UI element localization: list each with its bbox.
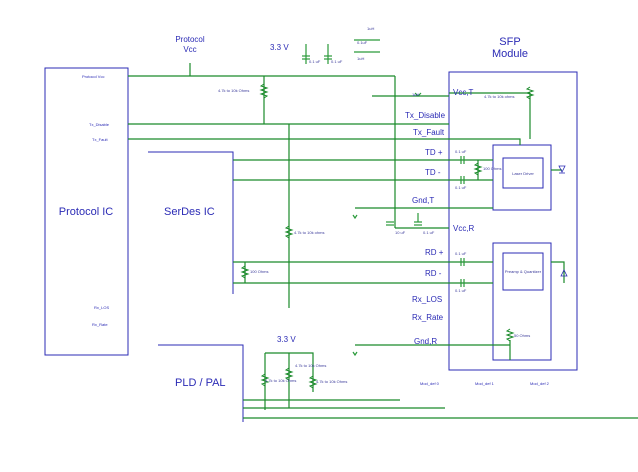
label-supply-bottom: 3.3 V [277, 335, 296, 344]
cap-supply-top [302, 39, 380, 64]
laser-driver-box [502, 157, 544, 189]
label-mod-def1: Mod_def 1 [475, 381, 495, 386]
label-mod-def0: Mod_def 0 [420, 381, 440, 386]
label-vccr: Vcc,R [453, 224, 475, 233]
label-cap-01uf-a: 0.1 uF [423, 230, 435, 235]
cap-gnd-mid [386, 213, 422, 226]
cap-td-plus [460, 156, 465, 164]
label-rd-minus: RD - [425, 269, 442, 278]
pld-pal-block [158, 344, 244, 422]
ground-marks [352, 92, 422, 357]
label-sfp-title: SFP [499, 36, 520, 48]
label-laser-driver: Laser Driver [512, 171, 534, 176]
label-res-47k-mid: 4.7k to 10k ohms [294, 230, 324, 235]
label-cap-top-1: 1uH [367, 26, 374, 31]
label-cap-td-plus: 0.1 uF [455, 149, 467, 154]
resistor-100-tx [473, 162, 483, 176]
resistor-pld-b [284, 367, 294, 381]
cap-rd-minus [460, 279, 465, 287]
pin-protocol-vcc: Protocol Vcc [82, 74, 104, 79]
resistor-4k7-mid [284, 225, 294, 239]
label-tx-disable: Tx_Disable [405, 111, 446, 120]
laser-driver-outer [492, 144, 552, 211]
resistor-pld-a [260, 373, 270, 387]
label-rx-los: Rx_LOS [412, 295, 442, 304]
sfp-module-block [448, 71, 578, 371]
resistor-50 [505, 328, 515, 342]
label-cap-mid-2: 1uH [357, 56, 364, 61]
pin-rx-rate: Rx_Rate [92, 322, 108, 327]
label-res-pld-c: 4.7k to 10k Ohms [316, 379, 347, 384]
pin-rx-los: Rx_LOS [94, 305, 109, 310]
label-1uh: 1uH [412, 92, 419, 97]
label-rate: Rx_Rate [412, 313, 444, 322]
protocol-ic-block [44, 67, 129, 356]
label-res-100-tx: 100 Ohms [483, 166, 501, 171]
label-cap-mid-1: 0.1uF [357, 40, 368, 45]
label-cap-top-3: 0.1 uF [331, 59, 343, 64]
label-tx-fault: Tx_Fault [413, 128, 445, 137]
label-cap-rd-minus: 0.1 uF [455, 288, 467, 293]
label-pld-pal: PLD / PAL [175, 377, 226, 389]
serdes-ic-block [148, 151, 234, 294]
label-res-47k-top: 4.7k to 10k Ohms [218, 88, 249, 93]
label-protocol-vcc: Protocol [175, 35, 205, 44]
label-gnd-t: Gnd,T [412, 196, 434, 205]
label-vcct: Vcc,T [453, 88, 474, 97]
label-serdes-ic: SerDes IC [164, 206, 215, 218]
laser-diode-icon [558, 165, 566, 174]
label-res-47k-sfp: 4.7k to 10k ohms [484, 94, 514, 99]
resistor-pld-c [308, 375, 318, 389]
label-res-pld-a: 4.7k to 10k Ohms [265, 378, 296, 383]
label-td-minus: TD - [425, 168, 441, 177]
label-cap-rd-plus: 0.1 uF [455, 251, 467, 256]
label-preamp: Preamp & Quantizer [505, 269, 542, 274]
preamp-box [502, 252, 544, 291]
cap-rd-plus [460, 258, 465, 266]
resistor-100-rx [240, 265, 250, 279]
wire-tx-fault [128, 138, 521, 145]
label-sfp-title-2: Module [492, 48, 528, 60]
resistor-4k7-sfp [525, 86, 535, 100]
label-res-100: 100 Ohms [250, 269, 268, 274]
pin-tx-disable: Tx_Disable [89, 122, 110, 127]
label-cap-td-minus: 0.1 uF [455, 185, 467, 190]
label-cap-10uf: 10 uF [395, 230, 406, 235]
label-protocol-ic: Protocol IC [59, 206, 113, 218]
cap-td-minus [460, 176, 465, 184]
label-res-50: 50 Ohms [514, 333, 530, 338]
label-res-pld-b: 4.7k to 10k Ohms [295, 363, 326, 368]
preamp-outer [492, 242, 552, 361]
photodiode-icon [560, 269, 568, 277]
label-cap-top-2: 0.1 uF [309, 59, 321, 64]
pin-tx-fault: Tx_Fault [92, 137, 108, 142]
label-td-plus: TD + [425, 148, 443, 157]
label-rd-plus: RD + [425, 248, 444, 257]
resistor-4k7-top [259, 83, 269, 99]
label-supply-top: 3.3 V [270, 43, 289, 52]
label-gnd-r: Gnd,R [414, 337, 437, 346]
label-protocol-vcc-2: Vcc [183, 45, 196, 54]
wire-pd-in [551, 261, 565, 283]
label-mod-def2: Mod_def 2 [530, 381, 550, 386]
